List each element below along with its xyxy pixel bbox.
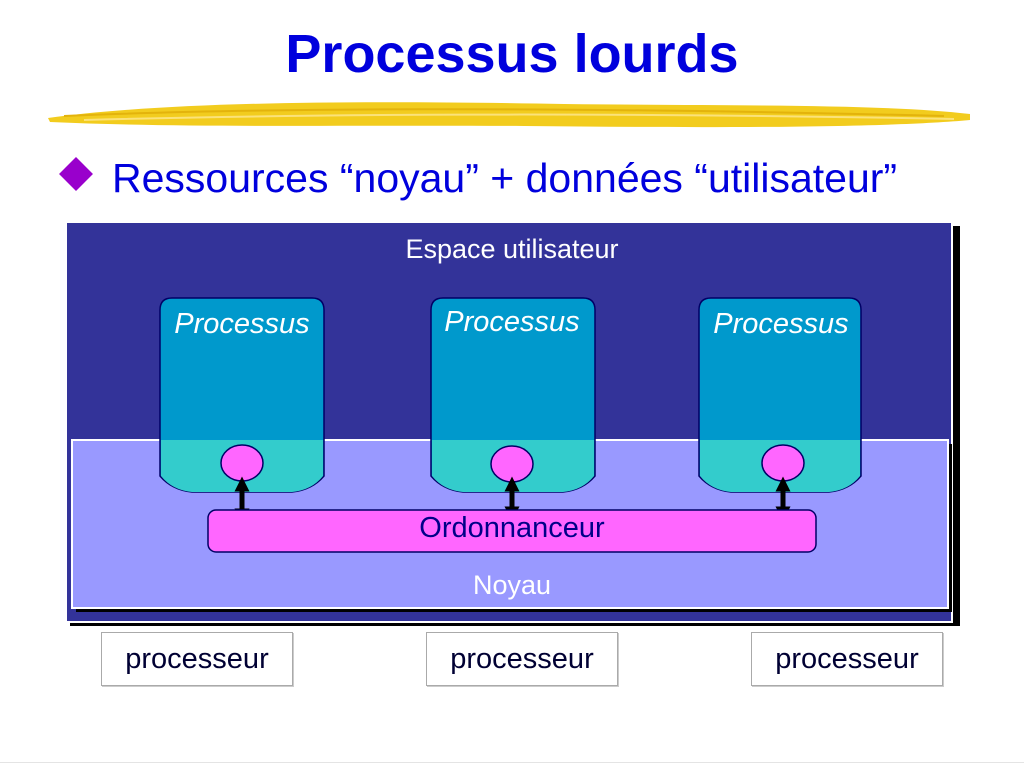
bullet-text: Ressources “noyau” + données “utilisateu…: [112, 155, 898, 201]
processor-2: processeur: [426, 632, 618, 686]
slide-title: Processus lourds: [285, 24, 739, 84]
process-1-port: [220, 444, 264, 482]
bullet-item: Ressources “noyau” + données “utilisateu…: [56, 150, 1016, 210]
process-3-label: Processus: [713, 308, 849, 340]
scheduler-box: [207, 509, 817, 553]
process-3: [698, 297, 862, 522]
process-3-port: [761, 444, 805, 482]
processor-1: processeur: [101, 632, 293, 686]
process-2: [430, 297, 596, 522]
processor-3: processeur: [751, 632, 943, 686]
kernel-label: Noyau: [472, 570, 552, 600]
scheduler-label: Ordonnanceur: [419, 512, 605, 544]
diamond-bullet-icon: [59, 157, 93, 191]
title-underline: [48, 102, 970, 128]
process-2-label: Processus: [444, 306, 580, 338]
process-1-label: Processus: [174, 308, 310, 340]
process-2-port: [490, 445, 534, 483]
process-diagram: Espace utilisateur Processus Processus P…: [62, 218, 962, 632]
footer-divider: [0, 762, 1024, 763]
user-space-label: Espace utilisateur: [405, 234, 619, 264]
